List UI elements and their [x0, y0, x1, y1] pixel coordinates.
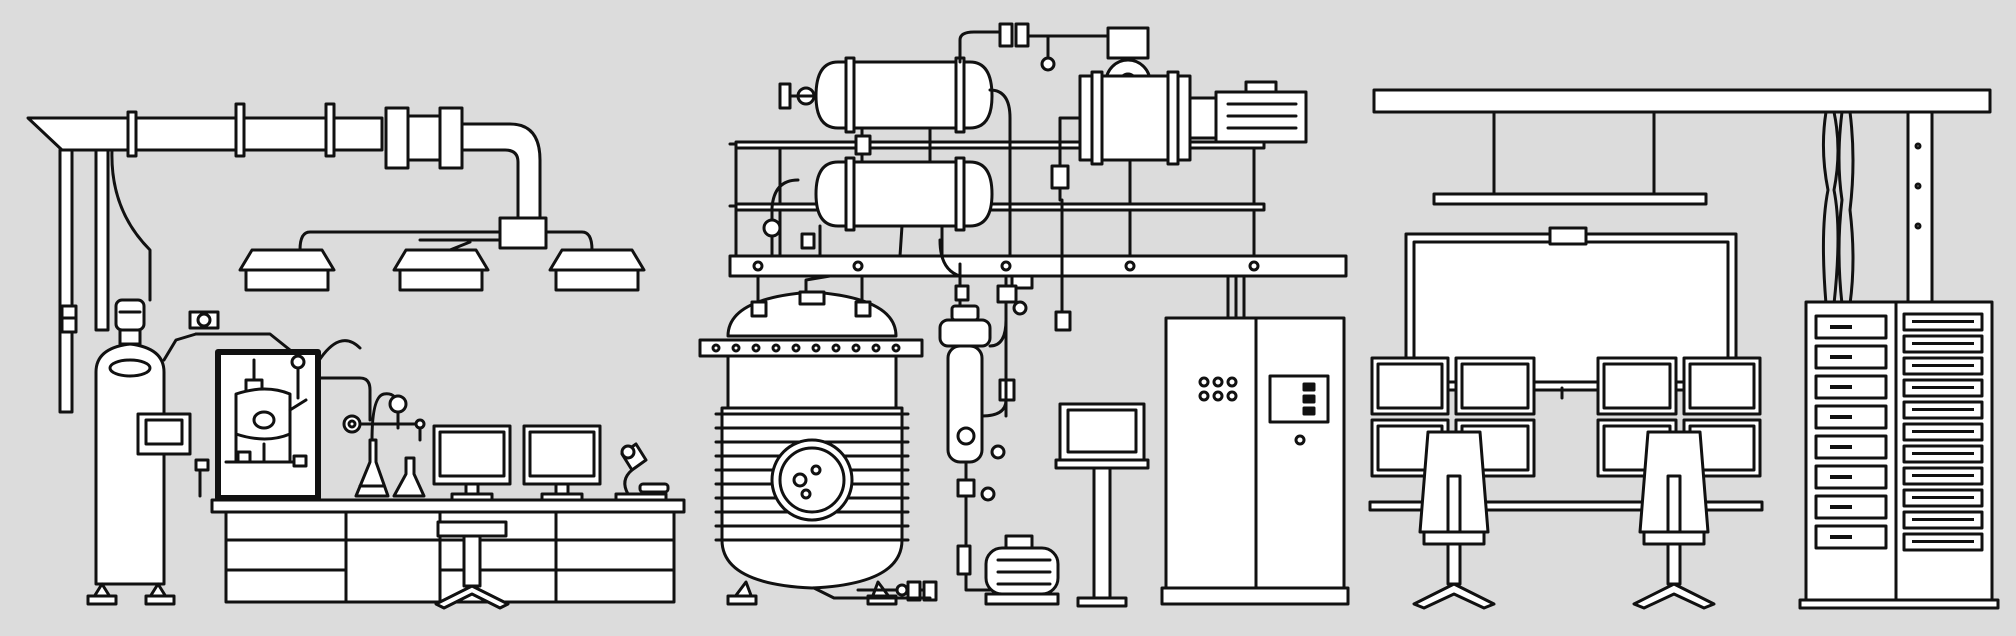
- exchanger-lower: [816, 158, 992, 230]
- canopy-hood-2: [394, 250, 488, 290]
- hmi-terminal-icon: [1056, 404, 1148, 606]
- jacketed-reactor-icon: [700, 276, 922, 604]
- bench-monitor-2: [524, 426, 600, 500]
- operator-chair-2: [1634, 432, 1714, 608]
- pump-motor-icon: [1028, 28, 1306, 330]
- exchanger-upper: [780, 58, 992, 132]
- heat-exchanger-icon: [764, 24, 1108, 256]
- glovebox-reactor-icon: [190, 312, 410, 498]
- lab-bench-icon: [212, 394, 684, 608]
- control-cabinet-icon: [1162, 276, 1348, 604]
- condenser-column-icon: [814, 240, 1058, 604]
- operator-chair-1: [1414, 432, 1494, 608]
- server-rack-icon: [1800, 112, 1998, 608]
- canopy-hood-3: [550, 250, 644, 290]
- canopy-hood-1: [240, 250, 334, 290]
- flask-1: [356, 440, 388, 496]
- transfer-pump: [986, 536, 1058, 604]
- monitor-wall-icon: [1370, 90, 1990, 608]
- pipe-rack: [730, 142, 1346, 276]
- fume-hood-duct-icon: [28, 104, 644, 412]
- flask-2: [394, 458, 424, 496]
- bench-monitor-1: [434, 426, 510, 500]
- lab-stool: [436, 522, 508, 608]
- gas-cylinder-icon: [88, 300, 290, 604]
- microscope-icon: [616, 444, 668, 500]
